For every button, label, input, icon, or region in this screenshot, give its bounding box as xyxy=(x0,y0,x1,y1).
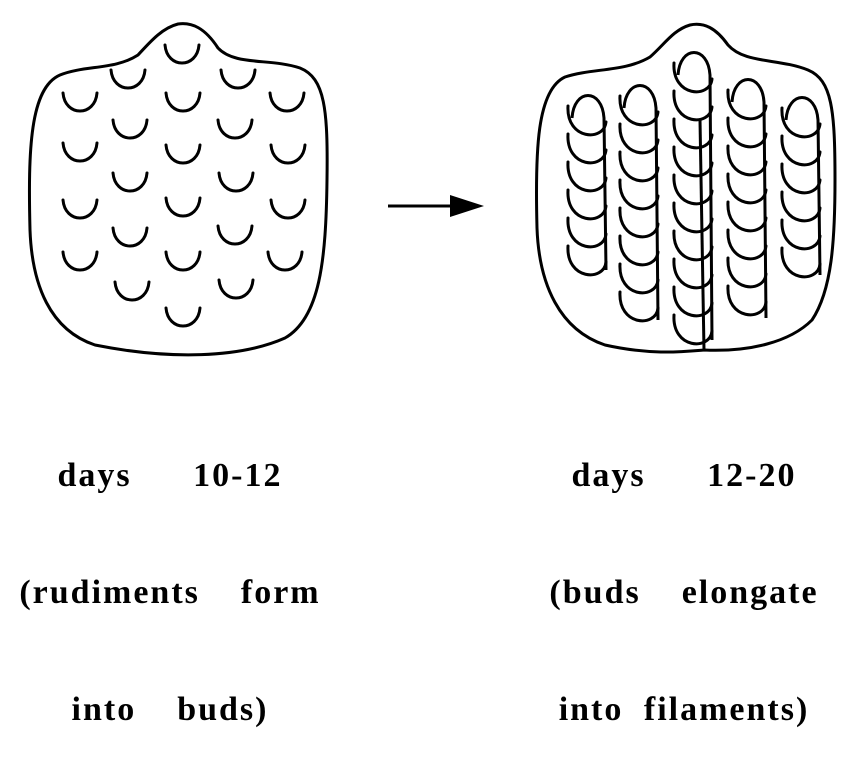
bud-rudiment xyxy=(63,200,97,218)
filament-segment xyxy=(728,146,766,175)
bud-rudiment xyxy=(270,93,304,111)
bud-rudiment xyxy=(219,280,253,298)
filament-segment xyxy=(674,147,712,176)
bud-rudiments xyxy=(63,45,305,326)
filament-segment xyxy=(674,231,712,260)
filament-segment xyxy=(620,264,658,293)
bud-rudiment xyxy=(113,228,147,246)
filament-segment xyxy=(568,246,606,275)
arrow-head xyxy=(450,195,484,217)
filament-segment xyxy=(782,220,820,249)
left-organ-outline xyxy=(29,24,327,355)
bud-rudiment xyxy=(63,143,97,161)
bud-rudiment xyxy=(218,226,252,244)
filament-columns xyxy=(568,53,820,344)
bud-rudiment xyxy=(165,45,199,63)
filament-segment xyxy=(674,119,712,148)
bud-rudiment xyxy=(166,145,200,163)
right-stage-caption: days 12-20 (buds elongate into filaments… xyxy=(520,378,848,768)
filament-segment xyxy=(620,292,658,321)
bud-rudiment xyxy=(63,93,97,111)
filament-segment xyxy=(620,180,658,209)
bud-rudiment xyxy=(113,120,147,138)
right-caption-line-1: days 12-20 xyxy=(520,456,848,495)
filament-segment xyxy=(568,162,606,191)
filament-segment xyxy=(568,190,606,219)
filament-segment xyxy=(782,164,820,193)
bud-rudiment xyxy=(166,198,200,216)
bud-rudiment xyxy=(111,70,145,88)
bud-rudiment xyxy=(113,173,147,191)
filament-segment xyxy=(568,218,606,247)
filament-segment xyxy=(620,236,658,265)
filament-segment xyxy=(728,258,766,287)
bud-rudiment xyxy=(268,252,302,270)
filament-segment xyxy=(782,248,820,277)
filament-sheath xyxy=(678,53,712,341)
bud-rudiment xyxy=(271,145,305,163)
bud-rudiment xyxy=(166,308,200,326)
filament-segment xyxy=(728,174,766,203)
filament-segment xyxy=(620,208,658,237)
bud-rudiment xyxy=(219,173,253,191)
bud-rudiment xyxy=(218,120,252,138)
filament-segment xyxy=(568,134,606,163)
bud-rudiment xyxy=(271,200,305,218)
progression-arrow xyxy=(388,195,484,217)
bud-rudiment xyxy=(166,252,200,270)
filament-segment xyxy=(728,118,766,147)
filament-segment xyxy=(674,315,712,344)
filament-segment xyxy=(782,192,820,221)
bud-rudiment xyxy=(63,252,97,270)
filament-segment xyxy=(728,202,766,231)
filament-segment xyxy=(674,203,712,232)
left-caption-line-3: into buds) xyxy=(0,690,340,729)
filament-segment xyxy=(620,152,658,181)
filament-segment xyxy=(674,91,712,120)
left-caption-line-2: (rudiments form xyxy=(0,573,340,612)
bud-rudiment xyxy=(221,70,255,88)
right-caption-line-2: (buds elongate xyxy=(520,573,848,612)
filament-segment xyxy=(620,124,658,153)
filament-segment xyxy=(728,230,766,259)
filament-segment xyxy=(674,259,712,288)
filament-segment xyxy=(674,175,712,204)
filament-segment xyxy=(728,286,766,315)
left-stage-caption: days 10-12 (rudiments form into buds) xyxy=(0,378,340,768)
left-caption-line-1: days 10-12 xyxy=(0,456,340,495)
bud-rudiment xyxy=(166,93,200,111)
right-caption-line-3: into filaments) xyxy=(520,690,848,729)
filament-segment xyxy=(782,136,820,165)
bud-rudiment xyxy=(115,282,149,300)
filament-segment xyxy=(674,287,712,316)
